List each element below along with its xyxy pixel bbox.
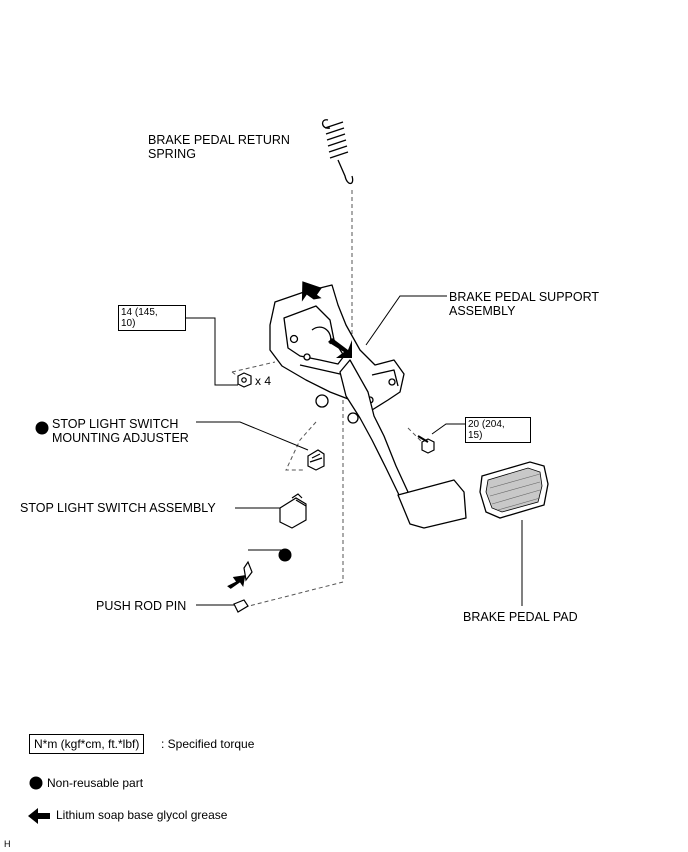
return-spring <box>321 119 354 185</box>
fasteners <box>237 372 435 454</box>
label-mounting-adjuster: STOP LIGHT SWITCH MOUNTING ADJUSTER <box>52 417 189 445</box>
non-reusable-mark-clip <box>278 548 292 562</box>
footer-mark: H <box>4 839 11 849</box>
legend-torque-desc: : Specified torque <box>161 737 255 751</box>
push-rod-pin-and-clip <box>233 560 253 613</box>
label-switch-assembly: STOP LIGHT SWITCH ASSEMBLY <box>20 501 216 515</box>
torque-box-right: 20 (204, 15) <box>465 417 531 443</box>
stop-light-switch <box>279 493 307 529</box>
torque-box-left: 14 (145, 10) <box>118 305 186 331</box>
bolt-quantity: x 4 <box>255 374 272 388</box>
non-reusable-mark-adjuster <box>35 421 49 435</box>
grease-arrows <box>227 281 352 589</box>
label-push-rod-pin: PUSH ROD PIN <box>96 599 187 613</box>
label-support-assembly: BRAKE PEDAL SUPPORT ASSEMBLY <box>449 290 600 318</box>
legend-grease-arrow-icon <box>28 808 50 824</box>
legend-non-reusable: Non-reusable part <box>47 776 144 790</box>
mounting-adjuster <box>307 449 325 471</box>
leader-lines <box>184 295 523 606</box>
brake-pedal-pad <box>479 461 549 519</box>
legend-grease: Lithium soap base glycol grease <box>56 808 228 822</box>
legend-torque-box: N*m (kgf*cm, ft.*lbf) <box>29 734 145 754</box>
legend-non-reusable-icon <box>29 776 43 790</box>
label-return-spring: BRAKE PEDAL RETURN SPRING <box>148 133 290 161</box>
assembly-dashed-lines <box>231 190 427 608</box>
label-pedal-pad: BRAKE PEDAL PAD <box>463 610 578 624</box>
pedal-arm <box>315 359 467 529</box>
